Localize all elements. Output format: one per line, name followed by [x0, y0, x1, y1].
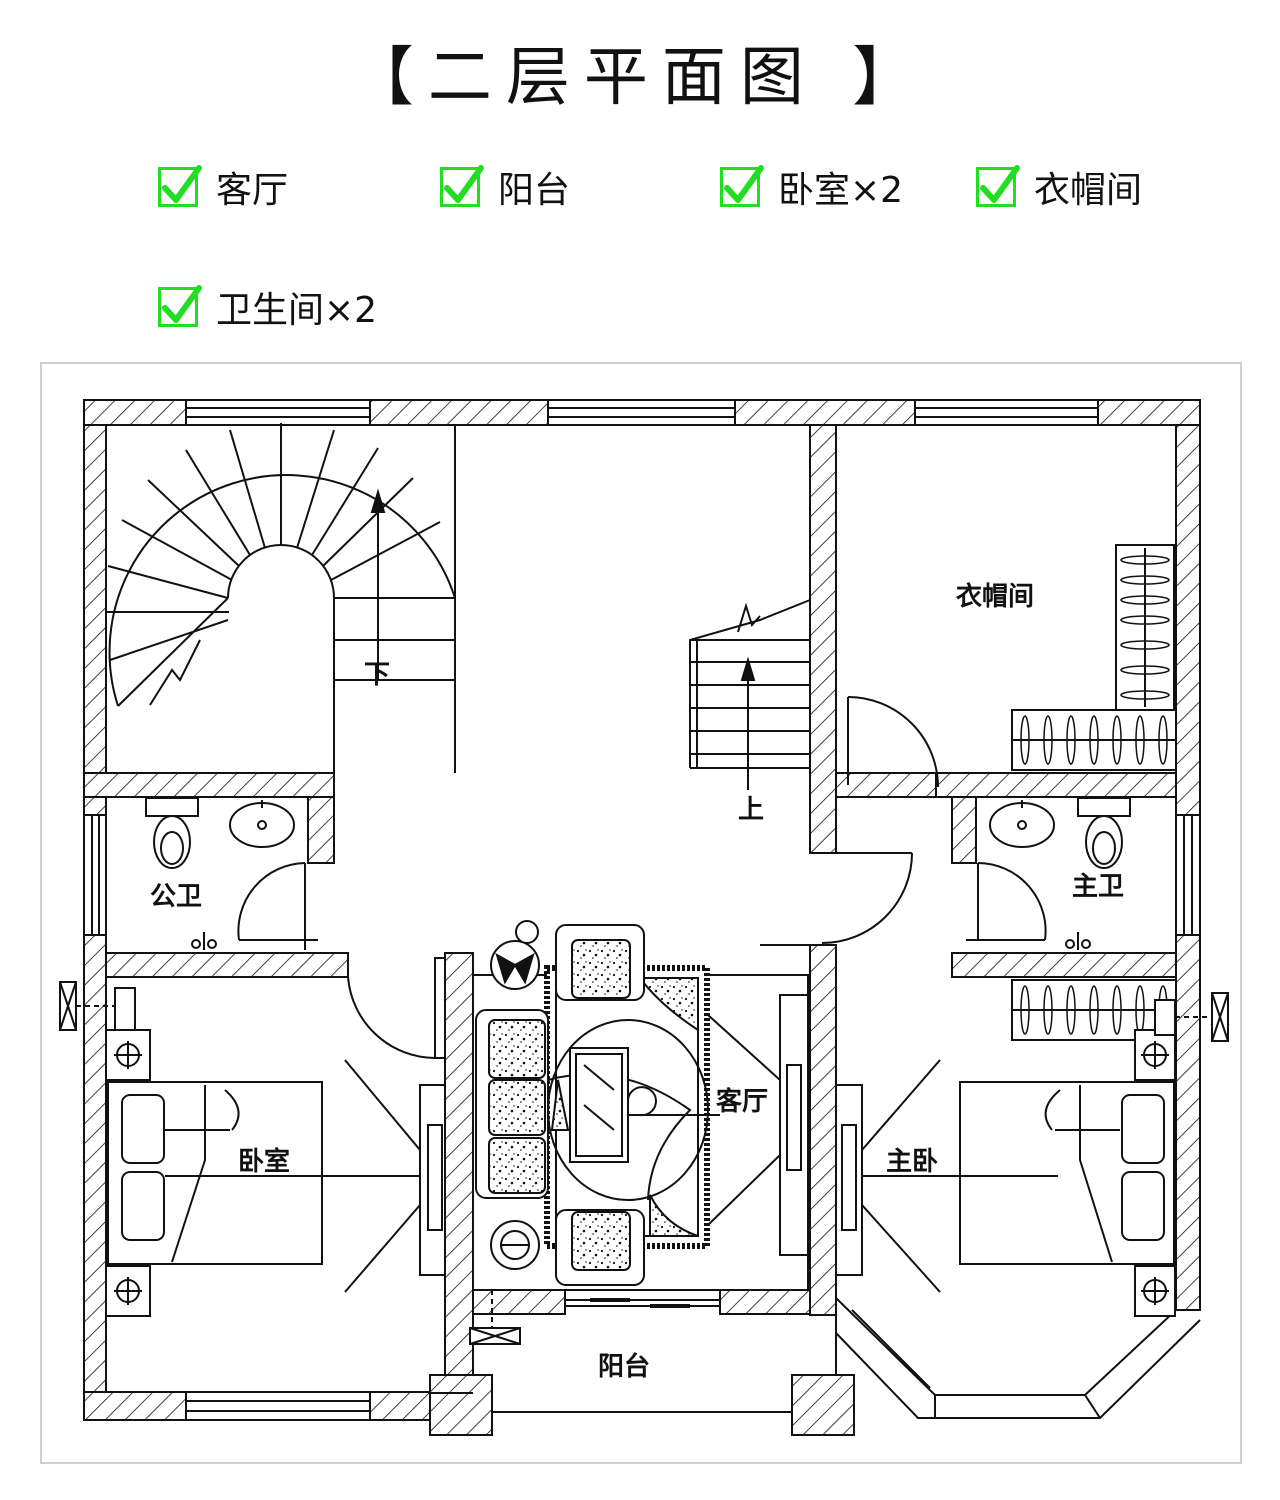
- feature-label: 客厅: [216, 170, 289, 211]
- plan-frame: [40, 362, 1242, 1464]
- room-label-balcony: 阳台: [598, 1351, 650, 1382]
- straight-staircase: [689, 599, 811, 790]
- checkbox-checked-icon: [976, 165, 1020, 207]
- stair-down-label: 下: [364, 660, 390, 690]
- checkbox-checked-icon: [720, 165, 764, 207]
- spiral-staircase: [106, 423, 456, 774]
- room-label-cloakroom: 衣帽间: [956, 581, 1034, 612]
- bedroom-furniture: [105, 1029, 446, 1317]
- feature-label: 卧室×2: [778, 170, 904, 211]
- checkbox-checked-icon: [440, 165, 484, 207]
- feature-item-bedrooms: 卧室×2: [720, 162, 903, 212]
- master-bath-fixtures: [989, 797, 1131, 950]
- feature-label: 卫生间×2: [216, 290, 378, 331]
- room-label-public-bath: 公卫: [150, 882, 202, 912]
- page-title: 【二层平面图 】: [349, 41, 931, 115]
- room-label-master-bath: 主卫: [1072, 872, 1124, 902]
- feature-item-balcony: 阳台: [440, 162, 570, 212]
- living-room-furniture: [434, 920, 809, 1291]
- feature-item-bathrooms: 卫生间×2: [158, 282, 377, 332]
- public-bath-fixtures: [145, 797, 295, 950]
- interior-walls: [83, 424, 1177, 1436]
- bay-window: [835, 1295, 1201, 1419]
- master-bedroom-furniture: [835, 1029, 1176, 1317]
- feature-label: 阳台: [498, 170, 571, 211]
- doors: [237, 696, 1047, 1059]
- exterior-walls: [83, 399, 1201, 1421]
- room-label-bedroom: 卧室: [238, 1146, 290, 1177]
- feature-item-living-room: 客厅: [158, 162, 288, 212]
- stair-up-label: 上: [738, 795, 764, 825]
- windows: [83, 399, 1201, 1421]
- checkbox-checked-icon: [158, 285, 202, 327]
- room-label-master-bedroom: 主卧: [886, 1147, 938, 1177]
- checkbox-checked-icon: [158, 165, 202, 207]
- ac-units: [59, 981, 1229, 1345]
- feature-label: 衣帽间: [1034, 170, 1143, 211]
- room-label-living-room: 客厅: [716, 1086, 768, 1117]
- feature-item-cloakroom: 衣帽间: [976, 162, 1142, 212]
- cloakroom-wardrobe: [1011, 544, 1177, 771]
